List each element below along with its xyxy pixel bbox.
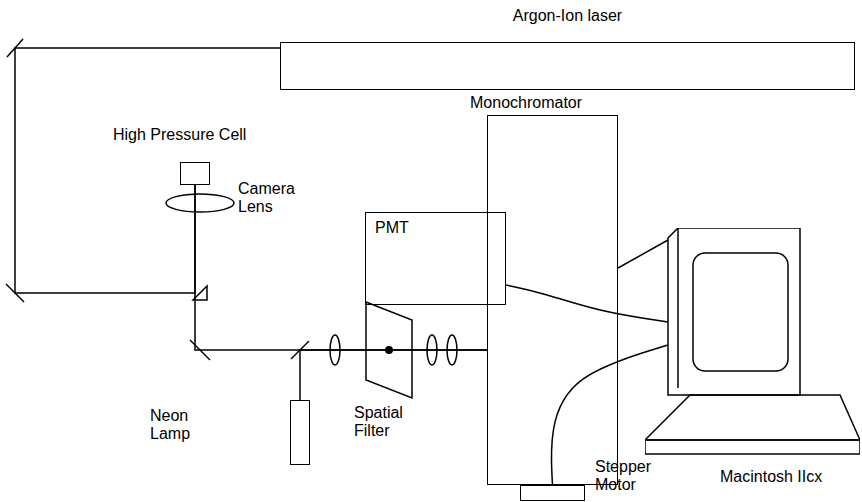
computer: Macintosh IIcx (645, 228, 860, 498)
monochromator-box: Monochromator (487, 115, 618, 485)
laser-box: Argon-Ion laser (280, 42, 855, 90)
control-cable (618, 240, 668, 268)
motor-box: Stepper Motor (520, 485, 585, 501)
part-label: Camera Lens (238, 180, 295, 217)
monitor-screen (693, 253, 788, 371)
signal-cable (506, 285, 668, 322)
node-label: Stepper Motor (595, 458, 651, 495)
camera-lens (166, 194, 234, 212)
sample-cell: High Pressure Cell (180, 162, 210, 185)
node-label: High Pressure Cell (113, 126, 141, 144)
node-label: Argon-Ion laser (281, 7, 854, 25)
node-label: PMT (375, 219, 514, 237)
laser-beam (15, 48, 280, 293)
detector-box: PMT (365, 212, 506, 305)
node-label: Monochromator (470, 94, 599, 112)
keyboard-top (645, 395, 860, 440)
part-label: Spatial Filter (354, 404, 403, 441)
computer-illustration (645, 228, 860, 498)
monitor-case (668, 228, 800, 395)
node-label: Neon Lamp (150, 407, 190, 444)
monitor-edge (677, 228, 679, 388)
calibration-light (300, 350, 487, 400)
lamp-box: Neon Lamp (290, 400, 310, 465)
keyboard-front (645, 440, 860, 454)
node-label: Macintosh IIcx (720, 468, 862, 486)
